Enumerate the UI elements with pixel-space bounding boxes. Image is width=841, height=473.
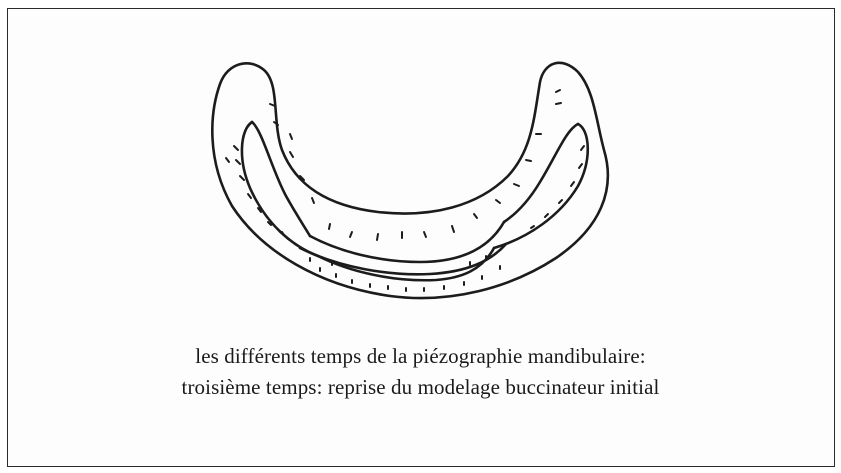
arch-inner-contour-right-b: [504, 124, 578, 222]
arch-inner-contour-right: [494, 124, 588, 248]
arch-band-upper: [310, 222, 504, 262]
figure-caption-line-2: troisième temps: reprise du modelage buc…: [0, 375, 841, 400]
figure-caption-line-1: les différents temps de la piézographie …: [0, 344, 841, 369]
